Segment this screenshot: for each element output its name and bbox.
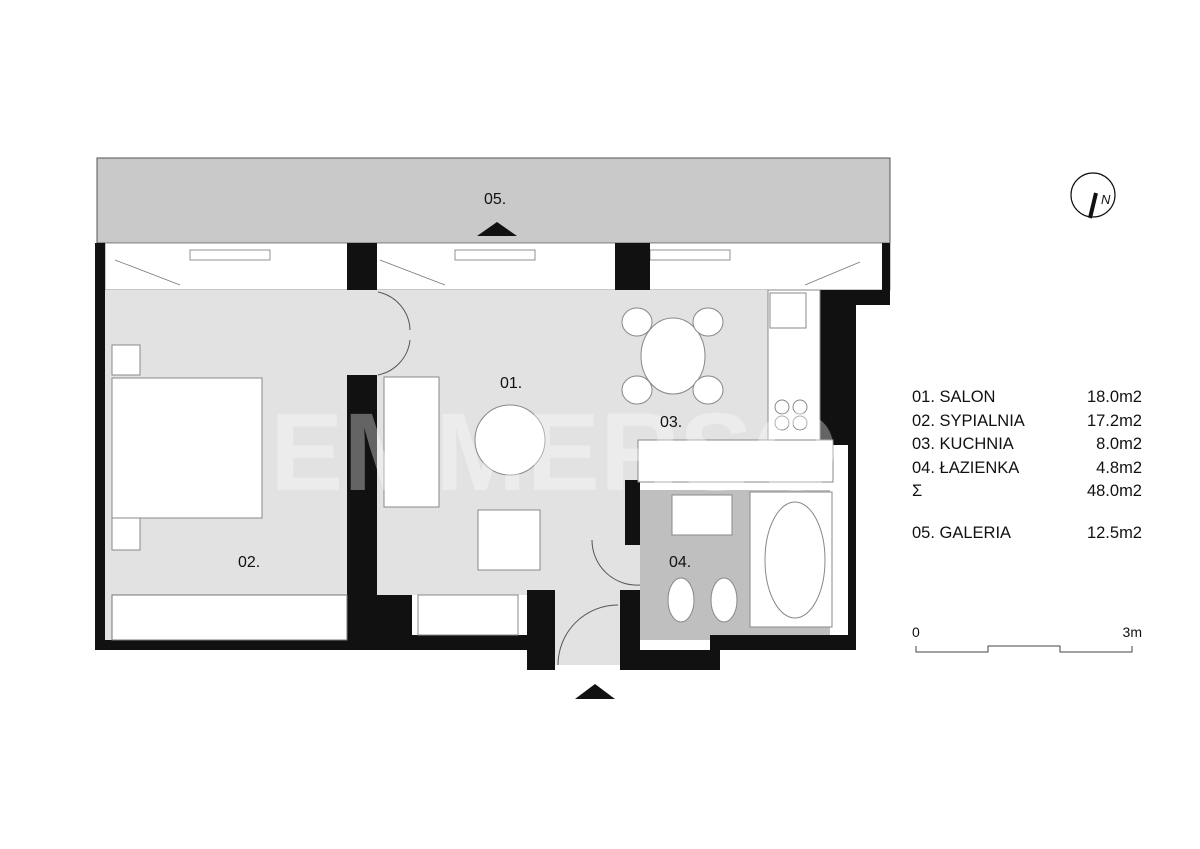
- area-legend: 01. SALON 18.0m2 02. SYPIALNIA 17.2m2 03. …: [912, 386, 1142, 545]
- room-label-03: 03.: [660, 414, 682, 431]
- nightstand: [111, 517, 141, 551]
- window-frames: [114, 249, 861, 286]
- compass-icon: N: [1070, 172, 1116, 219]
- hall-cabinet: [417, 594, 519, 636]
- bidet: [710, 577, 738, 623]
- entrance-arrow: [575, 684, 615, 699]
- legend-area: 12.5m2: [1086, 523, 1142, 542]
- watermark: EMMERSO: [270, 391, 838, 514]
- legend-name: 04. ŁAZIENKA: [912, 458, 1020, 477]
- cooktop: [774, 399, 808, 431]
- room-label-05: 05.: [484, 191, 506, 208]
- room-label-01: 01.: [500, 375, 522, 392]
- legend-row: 03. KUCHNIA 8.0m2: [912, 433, 1142, 457]
- nightstand: [111, 344, 141, 376]
- legend-area: 17.2m2: [1086, 411, 1142, 430]
- doors: [377, 291, 641, 666]
- bed: [111, 377, 263, 519]
- legend-area: 8.0m2: [1096, 435, 1142, 453]
- armchair: [477, 509, 541, 571]
- scale-bar: [915, 645, 1133, 653]
- legend-area: 18.0m2: [1086, 388, 1142, 406]
- legend-row: 02. SYPIALNIA 17.2m2: [912, 410, 1142, 434]
- legend-name: 03. KUCHNIA: [912, 435, 1014, 453]
- coffee-table: [474, 404, 546, 476]
- kitchen-sink: [769, 292, 807, 329]
- bathtub: [764, 501, 826, 619]
- legend-row: 01. SALON 18.0m2: [912, 386, 1142, 410]
- sofa: [383, 376, 440, 508]
- bath-sink: [671, 494, 733, 536]
- legend-row: 04. ŁAZIENKA 4.8m2: [912, 457, 1142, 481]
- room-label-02: 02.: [238, 554, 260, 571]
- kitchen-island: [637, 439, 834, 483]
- room-label-04: 04.: [669, 554, 691, 571]
- legend-name: 02. SYPIALNIA: [912, 411, 1025, 430]
- wardrobe: [111, 594, 348, 641]
- legend-name: 05. GALERIA: [912, 523, 1012, 542]
- scale-end: 3m: [1122, 624, 1142, 640]
- legend-total: Σ 48.0m2: [912, 480, 1142, 504]
- scale-start: 0: [912, 624, 920, 640]
- toilet: [667, 577, 695, 623]
- legend-name: Σ: [912, 482, 923, 500]
- chairs: [621, 307, 724, 405]
- walls: [95, 243, 890, 670]
- gallery-entry-arrow: [477, 222, 517, 236]
- scale-labels: 0 3m: [912, 624, 1142, 640]
- legend-name: 01. SALON: [912, 388, 996, 406]
- legend-area: 48.0m2: [1086, 482, 1142, 500]
- legend-area: 4.8m2: [1096, 458, 1142, 477]
- legend-row: 05. GALERIA 12.5m2: [912, 522, 1142, 546]
- dining-table: [640, 317, 706, 395]
- svg-text:N: N: [1101, 192, 1111, 207]
